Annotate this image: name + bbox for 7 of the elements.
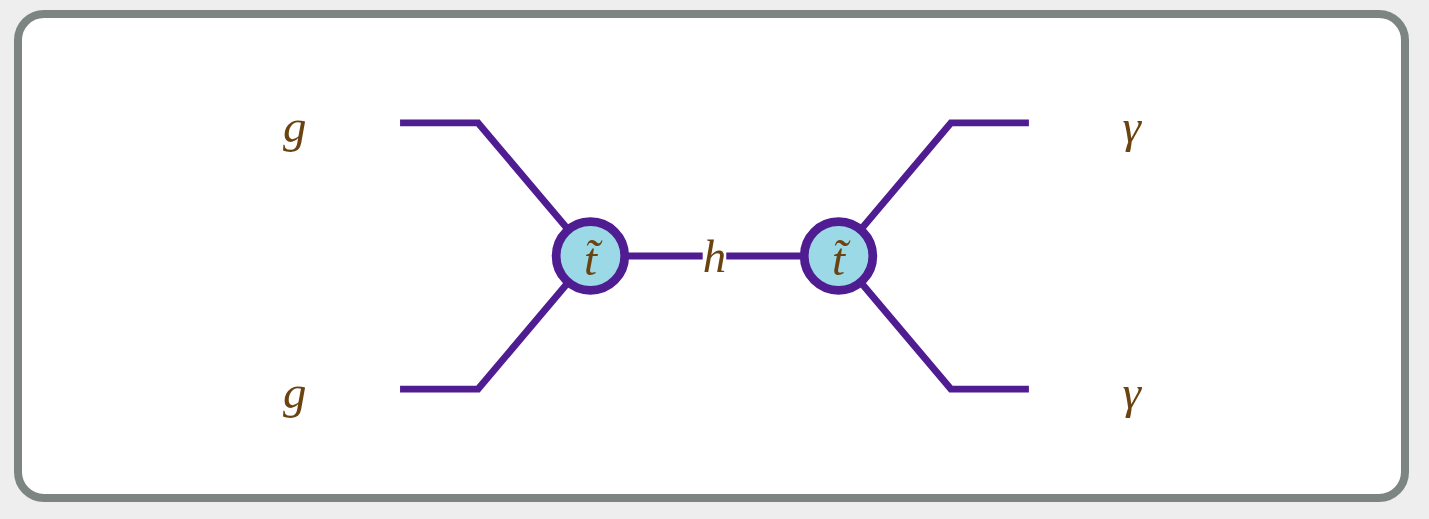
- node-text: g: [282, 100, 306, 152]
- node-text: γ: [1122, 100, 1141, 152]
- node-circle: [551, 217, 629, 295]
- node-text: g: [282, 366, 306, 418]
- frame-background: h g g t̃ t̃ γ γ: [14, 10, 1409, 502]
- node-circle: [799, 217, 877, 295]
- node-text: γ: [1122, 366, 1141, 418]
